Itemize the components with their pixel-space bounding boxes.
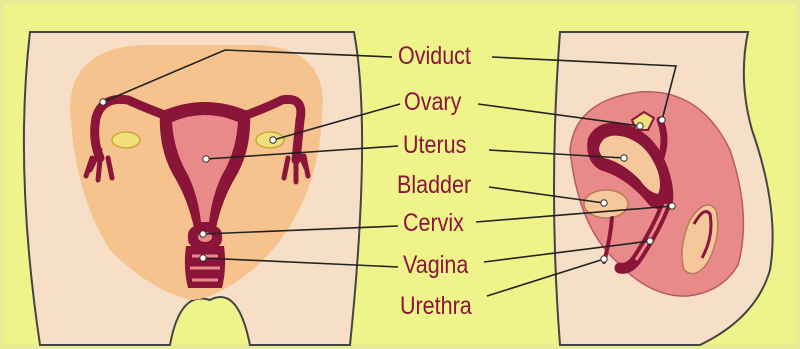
label-uterus: Uterus — [403, 133, 466, 158]
label-bladder: Bladder — [397, 173, 471, 198]
dot-ovary-left — [270, 137, 276, 143]
side-oviduct — [660, 120, 664, 160]
label-urethra: Urethra — [400, 294, 472, 319]
label-cervix: Cervix — [403, 211, 464, 236]
dot-oviduct-right — [659, 117, 665, 123]
dot-ovary-right — [637, 123, 643, 129]
dot-cervix-left — [200, 231, 206, 237]
dot-uterus-right — [621, 155, 627, 161]
dot-oviduct-left — [100, 99, 106, 105]
dot-bladder — [601, 200, 607, 206]
dot-urethra — [601, 256, 607, 262]
label-ovary: Ovary — [404, 90, 461, 115]
dot-vagina-left — [200, 255, 206, 261]
dot-uterus-left — [203, 156, 209, 162]
label-vagina: Vagina — [403, 253, 468, 278]
label-oviduct: Oviduct — [398, 44, 471, 69]
dot-cervix-right — [669, 203, 675, 209]
left-ovary — [112, 132, 140, 148]
dot-vagina-right — [647, 238, 653, 244]
